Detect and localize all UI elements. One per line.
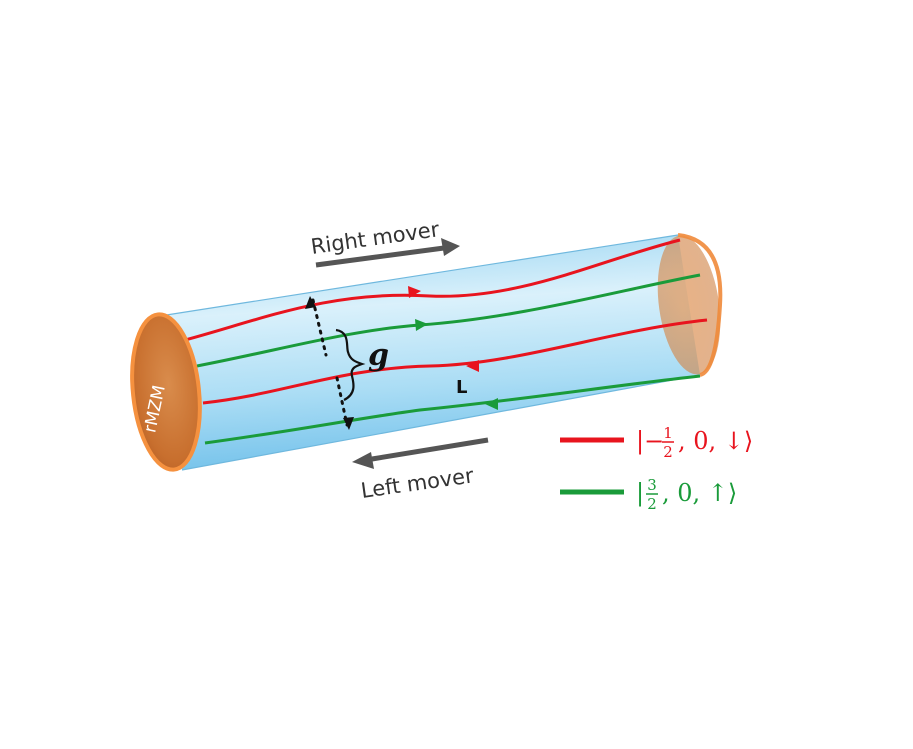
right-end-rim bbox=[677, 233, 723, 377]
legend-label-suffix-0: , 0, ↓⟩ bbox=[678, 427, 753, 455]
left-mover-label: Left mover bbox=[359, 463, 475, 503]
left-mover-arrow-shaft bbox=[371, 437, 489, 462]
legend-fraction-numerator-0: 1 bbox=[663, 424, 673, 442]
right-mover-arrowhead bbox=[441, 238, 460, 256]
legend-label-prefix-1: | bbox=[636, 479, 644, 508]
coupling-label: g bbox=[368, 338, 389, 373]
wire-top-edge bbox=[159, 234, 679, 317]
spin-down-top-arrowhead bbox=[408, 286, 421, 298]
coupling-arrowhead-down bbox=[343, 417, 354, 430]
spin-up-bottom-arrowhead bbox=[485, 398, 498, 410]
legend-fraction-numerator-1: 3 bbox=[647, 476, 657, 494]
spin-up-line-bottom bbox=[204, 374, 701, 445]
right-mover-arrow-shaft bbox=[315, 245, 445, 268]
length-label: L bbox=[456, 377, 467, 398]
spin-up-top-arrowhead bbox=[415, 319, 428, 331]
wire-bottom-edge bbox=[181, 374, 701, 471]
coupling-dotted-line-upper bbox=[311, 298, 328, 357]
legend: |−12, 0, ↓⟩|32, 0, ↑⟩ bbox=[560, 424, 753, 513]
legend-label-suffix-1: , 0, ↑⟩ bbox=[662, 479, 737, 507]
right-end-cap bbox=[657, 235, 721, 375]
coupling-brace bbox=[335, 328, 366, 401]
coupling-arrowhead-up bbox=[305, 296, 316, 309]
left-end-rim bbox=[130, 312, 202, 472]
legend-label-prefix-0: |− bbox=[636, 427, 664, 456]
legend-fraction-denominator-0: 2 bbox=[663, 443, 673, 461]
wire-tube-body bbox=[160, 235, 700, 470]
left-end-cap bbox=[132, 314, 200, 470]
spin-down-line-top bbox=[184, 238, 681, 342]
left-mover-arrowhead bbox=[352, 452, 374, 469]
spin-down-bottom-arrowhead bbox=[466, 360, 479, 372]
legend-fraction-denominator-1: 2 bbox=[647, 495, 657, 513]
coupling-dotted-line-lower bbox=[335, 376, 349, 427]
spin-down-line-bottom bbox=[202, 318, 708, 405]
